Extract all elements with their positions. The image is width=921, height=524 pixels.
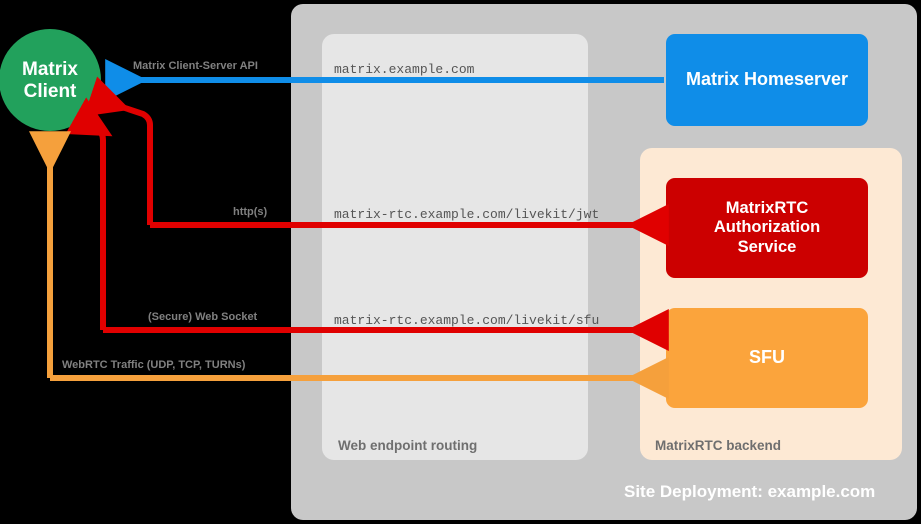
edge-label-matrix-client-server-api: Matrix Client-Server API xyxy=(133,60,258,72)
node-matrixrtc-authorization-service[interactable] xyxy=(666,178,868,278)
endpoint-label-livekit-sfu: matrix-rtc.example.com/livekit/sfu xyxy=(334,313,600,328)
endpoint-label-matrix-example-com: matrix.example.com xyxy=(334,62,475,77)
edge-label-webrtc-traffic: WebRTC Traffic (UDP, TCP, TURNs) xyxy=(62,359,246,371)
edge-sfu-websocket xyxy=(65,97,113,330)
node-matrix-homeserver[interactable] xyxy=(666,34,868,126)
container-matrixrtc-backend-label: MatrixRTC backend xyxy=(655,438,782,453)
edge-label-http: http(s) xyxy=(233,206,268,218)
container-web-endpoint-routing xyxy=(322,34,588,460)
node-sfu[interactable] xyxy=(666,308,868,408)
edge-jwt-http xyxy=(83,76,153,225)
node-matrix-client[interactable] xyxy=(0,29,101,131)
endpoint-label-livekit-jwt: matrix-rtc.example.com/livekit/jwt xyxy=(334,207,600,222)
edge-label-web-socket: (Secure) Web Socket xyxy=(148,311,258,323)
container-web-endpoint-routing-label: Web endpoint routing xyxy=(338,438,478,453)
container-site-deployment-label: Site Deployment: example.com xyxy=(624,482,876,501)
